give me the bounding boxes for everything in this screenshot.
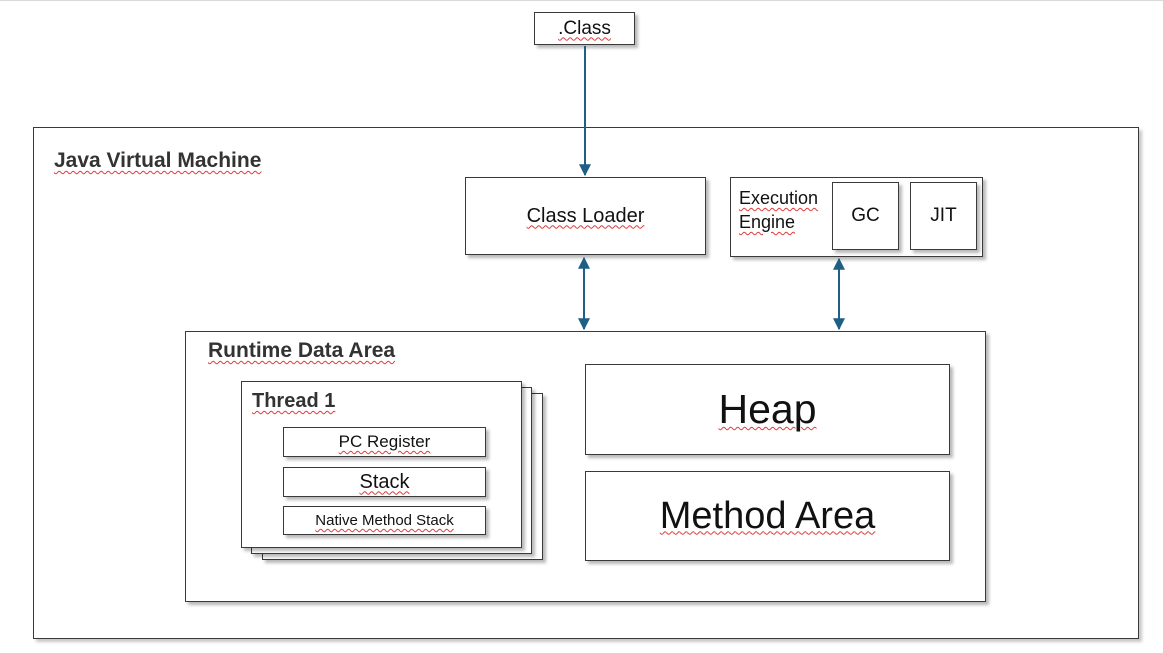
pc-register-box: PC Register	[283, 427, 486, 457]
class-loader-label: Class Loader	[526, 204, 645, 227]
native-method-stack-label: Native Method Stack	[315, 512, 454, 529]
jit-label: JIT	[930, 205, 957, 226]
native-method-stack-box: Native Method Stack	[283, 506, 486, 535]
thread-title: Thread 1	[252, 390, 336, 412]
pc-register-label: PC Register	[338, 432, 431, 451]
method-area-label: Method Area	[659, 494, 876, 537]
runtime-data-area-title: Runtime Data Area	[208, 339, 396, 362]
execution-engine-title-line2: Engine	[739, 212, 796, 232]
jvm-title: Java Virtual Machine	[54, 149, 262, 172]
class-file-box: .Class	[534, 12, 635, 45]
execution-engine-box: Execution Engine GC JIT	[730, 177, 983, 257]
method-area-box: Method Area	[585, 471, 950, 561]
class-loader-box: Class Loader	[465, 177, 706, 255]
stack-box: Stack	[283, 467, 486, 497]
heap-label: Heap	[718, 386, 817, 432]
execution-engine-title-line1: Execution	[739, 188, 819, 208]
thread-box: Thread 1 PC Register Stack Native Method…	[241, 381, 522, 548]
heap-box: Heap	[585, 364, 950, 455]
jit-box: JIT	[910, 182, 977, 250]
class-file-label: .Class	[558, 17, 611, 39]
stack-label: Stack	[359, 470, 410, 493]
gc-label: GC	[851, 205, 880, 226]
top-border-line	[0, 0, 1163, 1]
gc-box: GC	[832, 182, 899, 250]
